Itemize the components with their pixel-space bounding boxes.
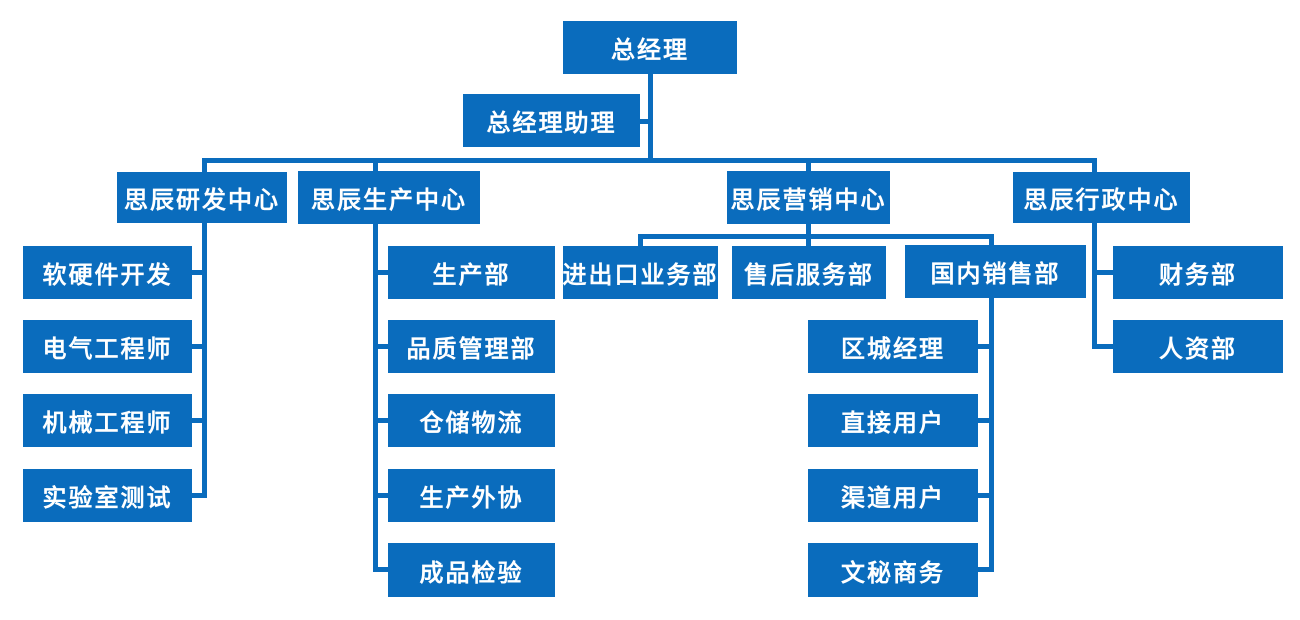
connector-rd-stub-1 xyxy=(190,270,207,275)
connector-production-spine xyxy=(373,222,378,572)
org-node-channel-users: 渠道用户 xyxy=(808,469,978,522)
org-node-regional-manager: 区城经理 xyxy=(808,320,978,373)
org-node-mechanical-engineer: 机械工程师 xyxy=(23,394,192,447)
org-node-production-center: 思辰生产中心 xyxy=(298,171,480,224)
org-node-marketing-center: 思辰营销中心 xyxy=(727,171,890,224)
connector-production-stub-2 xyxy=(373,344,390,349)
connector-domestic-sales-spine xyxy=(989,297,994,572)
connector-production-stub-1 xyxy=(373,270,390,275)
connector-drop-import-export xyxy=(638,238,643,247)
connector-drop-rd-center xyxy=(202,162,207,173)
org-node-finance-dept: 财务部 xyxy=(1113,246,1283,299)
org-node-warehouse-logistics: 仓储物流 xyxy=(388,394,555,447)
org-node-electrical-engineer: 电气工程师 xyxy=(23,320,192,373)
connector-drop-after-sales xyxy=(806,238,811,247)
connector-admin-stub-2 xyxy=(1092,344,1114,349)
connector-rd-stub-3 xyxy=(190,418,207,423)
connector-production-stub-5 xyxy=(373,567,390,572)
connector-rd-stub-4 xyxy=(190,493,207,498)
connector-rd-spine xyxy=(202,222,207,498)
connector-production-stub-3 xyxy=(373,418,390,423)
org-node-admin-center: 思辰行政中心 xyxy=(1013,172,1190,223)
connector-production-stub-4 xyxy=(373,493,390,498)
org-node-domestic-sales-dept: 国内销售部 xyxy=(905,245,1086,298)
org-node-secretarial-business: 文秘商务 xyxy=(808,543,978,597)
org-node-rd-center: 思辰研发中心 xyxy=(117,172,287,223)
org-node-production-outsourcing: 生产外协 xyxy=(388,469,555,522)
connector-sales-stub-1 xyxy=(974,344,990,349)
org-node-gm-assistant: 总经理助理 xyxy=(463,94,640,147)
org-node-general-manager: 总经理 xyxy=(563,21,737,74)
connector-gm-vertical xyxy=(648,73,653,163)
org-node-human-resources-dept: 人资部 xyxy=(1113,320,1283,373)
connector-admin-spine xyxy=(1092,222,1097,349)
connector-drop-admin-center xyxy=(1092,162,1097,173)
connector-admin-stub-1 xyxy=(1092,270,1114,275)
org-node-quality-management-dept: 品质管理部 xyxy=(388,320,555,373)
connector-marketing-drop-lower xyxy=(806,223,811,236)
connector-drop-domestic-sales xyxy=(989,238,994,246)
org-node-production-dept: 生产部 xyxy=(388,246,555,299)
connector-drop-marketing-center xyxy=(806,162,811,172)
connector-gm-assistant-stub xyxy=(638,119,653,124)
connector-sales-stub-2 xyxy=(974,418,990,423)
org-node-import-export-dept: 进出口业务部 xyxy=(563,246,718,299)
org-node-after-sales-service-dept: 售后服务部 xyxy=(732,246,886,299)
connector-rd-stub-2 xyxy=(190,344,207,349)
connector-main-horizontal xyxy=(202,158,1097,163)
org-node-direct-users: 直接用户 xyxy=(808,394,978,447)
org-node-lab-testing: 实验室测试 xyxy=(23,469,192,522)
org-node-finished-product-inspection: 成品检验 xyxy=(388,543,555,597)
org-node-software-hardware-dev: 软硬件开发 xyxy=(23,246,192,299)
connector-marketing-horizontal xyxy=(638,234,994,239)
connector-sales-stub-3 xyxy=(974,493,990,498)
connector-sales-stub-4 xyxy=(974,567,990,572)
connector-drop-production-center xyxy=(373,162,378,172)
